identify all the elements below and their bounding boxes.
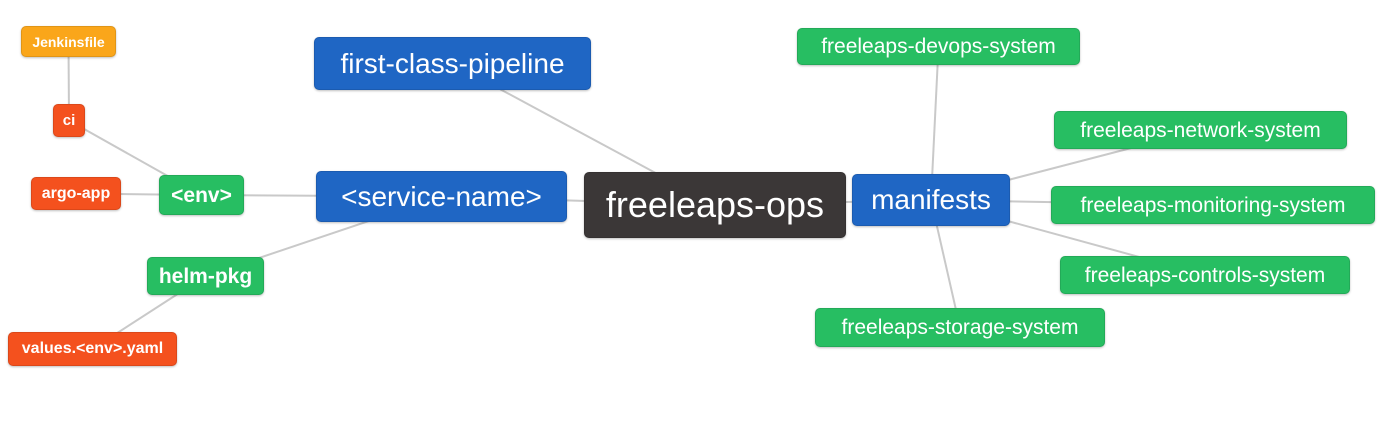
node-controls-system[interactable]: freeleaps-controls-system: [1060, 256, 1350, 294]
node-values-env-yaml[interactable]: values.<env>.yaml: [8, 332, 177, 366]
node-service-name[interactable]: <service-name>: [316, 171, 567, 222]
node-helm-pkg[interactable]: helm-pkg: [147, 257, 264, 295]
node-env[interactable]: <env>: [159, 175, 244, 215]
node-manifests[interactable]: manifests: [852, 174, 1010, 226]
node-monitoring-system[interactable]: freeleaps-monitoring-system: [1051, 186, 1375, 224]
node-freeleaps-ops[interactable]: freeleaps-ops: [584, 172, 846, 238]
node-network-system[interactable]: freeleaps-network-system: [1054, 111, 1347, 149]
node-storage-system[interactable]: freeleaps-storage-system: [815, 308, 1105, 347]
node-jenkinsfile[interactable]: Jenkinsfile: [21, 26, 116, 57]
node-ci[interactable]: ci: [53, 104, 85, 137]
node-first-class-pipeline[interactable]: first-class-pipeline: [314, 37, 591, 90]
node-devops-system[interactable]: freeleaps-devops-system: [797, 28, 1080, 65]
node-argo-app[interactable]: argo-app: [31, 177, 121, 210]
